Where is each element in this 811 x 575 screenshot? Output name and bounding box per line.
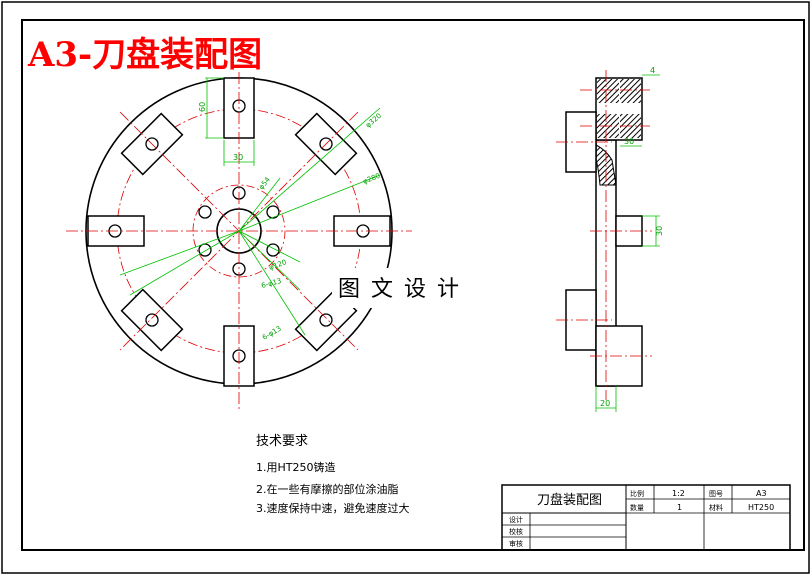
- dim-slot-height: 60: [198, 102, 207, 112]
- qty-value: 1: [677, 503, 682, 512]
- note-item: 2.在一些有摩擦的部位涂油脂: [256, 482, 399, 496]
- hatch-area: [620, 79, 641, 103]
- audit-label: 审核: [509, 539, 523, 548]
- dim-inner-diameter: φ54: [257, 175, 272, 191]
- dim-boss-height: 30: [655, 226, 664, 236]
- dim-bolt-circle: φ280: [362, 172, 382, 186]
- qty-label: 数量: [630, 503, 644, 512]
- material-value: HT250: [748, 503, 774, 512]
- inner-hole: [266, 205, 280, 219]
- inner-hole: [198, 243, 212, 257]
- front-view: 60 30 φ320 φ280 φ54 φ120 6-φ13 6-φ13: [66, 72, 412, 410]
- dim-outer-diameter: φ320: [364, 112, 383, 130]
- check-label: 校核: [509, 527, 523, 536]
- material-label: 材料: [709, 503, 723, 512]
- slot-lower-left: [120, 288, 184, 352]
- notes-heading: 技术要求: [256, 434, 308, 449]
- sheet-value: A3: [756, 489, 767, 498]
- hatch-area: [597, 79, 619, 103]
- inner-border: [21, 19, 805, 551]
- scale-value: 1:2: [672, 489, 685, 498]
- watermark-text: 图 文 设 计: [338, 277, 461, 302]
- dim-slot-width: 30: [233, 153, 243, 162]
- dim-hole-pattern-a: 6-φ13: [260, 277, 282, 290]
- dim-top-offset: 4: [650, 66, 655, 75]
- note-item: 3.速度保持中速，避免速度过大: [256, 501, 410, 515]
- note-item: 1.用HT250铸造: [256, 460, 335, 474]
- inner-hole: [198, 205, 212, 219]
- page-title: A3-刀盘装配图: [27, 35, 262, 75]
- title-block-name: 刀盘装配图: [537, 492, 602, 508]
- watermark-background: [332, 268, 480, 308]
- dim-hole-pattern-b: 6-φ13: [261, 325, 283, 342]
- dim-base-width: 20: [600, 399, 610, 408]
- scale-label: 比例: [630, 489, 644, 498]
- side-dimension-lines: [595, 74, 660, 412]
- technical-notes: 技术要求 1.用HT250铸造 2.在一些有摩擦的部位涂油脂 3.速度保持中速，…: [256, 434, 410, 515]
- inner-hole: [266, 243, 280, 257]
- dim-hub-width: 30: [624, 137, 634, 146]
- side-view: 4 30 30 20: [556, 66, 664, 412]
- sheet-label: 图号: [709, 490, 723, 498]
- title-block: [501, 484, 791, 551]
- design-label: 设计: [509, 515, 523, 524]
- side-center-lines: [556, 70, 652, 400]
- dimension-lines: [119, 77, 381, 336]
